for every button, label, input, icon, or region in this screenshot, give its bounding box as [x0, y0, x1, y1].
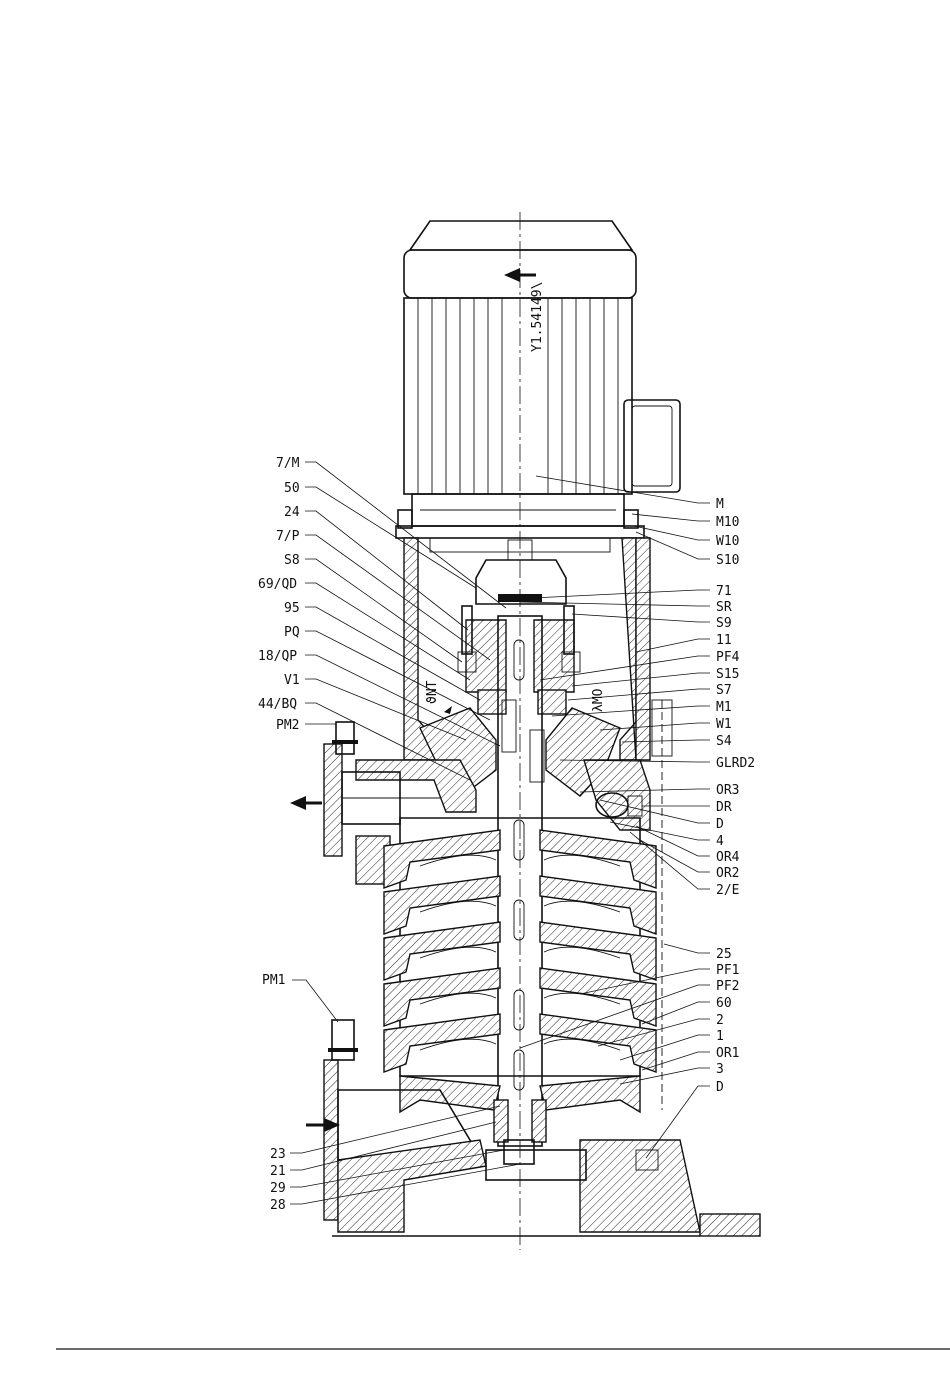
plug-pm1: [332, 1020, 354, 1060]
coupling: [476, 540, 566, 604]
callout-m1: M1: [716, 700, 732, 715]
callout-s10: S10: [716, 553, 739, 568]
discharge-arrow-icon: [290, 796, 322, 810]
callout-pf4: PF4: [716, 650, 740, 665]
callout-60: 60: [716, 996, 732, 1011]
callout-7m: 7/M: [276, 456, 300, 471]
callout-pm1: PM1: [262, 973, 285, 988]
callout-s4: S4: [716, 734, 732, 749]
mark-lambda: λMO: [591, 688, 606, 712]
callout-d2: D: [716, 1080, 724, 1095]
callout-29: 29: [270, 1181, 286, 1196]
callout-w10: W10: [716, 534, 739, 549]
callout-dr: DR: [716, 800, 732, 815]
callout-69qd: 69/QD: [258, 577, 297, 592]
callout-or1: OR1: [716, 1046, 739, 1061]
suction-flange: [324, 1060, 338, 1220]
callout-m10: M10: [716, 515, 739, 530]
callout-or4: OR4: [716, 850, 740, 865]
callout-pf1: PF1: [716, 963, 739, 978]
callout-25: 25: [716, 947, 732, 962]
callout-2: 2: [716, 1013, 724, 1028]
callout-50: 50: [284, 481, 300, 496]
callout-18qp: 18/QP: [258, 649, 297, 664]
callout-s7: S7: [716, 683, 732, 698]
callout-pq: PQ: [284, 625, 300, 640]
callout-1: 1: [716, 1029, 724, 1044]
callout-21: 21: [270, 1164, 286, 1179]
motor-fan-cowl: [410, 221, 632, 250]
pump-base: [306, 1020, 760, 1236]
discharge-flange: [324, 744, 342, 856]
callout-2e: 2/E: [716, 883, 739, 898]
callout-4: 4: [716, 834, 724, 849]
mark-temperature: ϑNT: [425, 680, 440, 704]
callout-3: 3: [716, 1062, 724, 1077]
callout-d1: D: [716, 817, 724, 832]
motor-terminal-box-lid: [632, 406, 672, 486]
callout-24: 24: [284, 505, 300, 520]
callout-pf2: PF2: [716, 979, 739, 994]
callout-23: 23: [270, 1147, 286, 1162]
callout-m: M: [716, 497, 724, 512]
callout-s8: S8: [284, 553, 300, 568]
callout-s15: S15: [716, 667, 739, 682]
motor-cooling-fins: [418, 298, 618, 494]
drawing-code: Y1.54149\: [530, 282, 545, 352]
callout-71: 71: [716, 584, 732, 599]
callout-v1: V1: [284, 673, 300, 688]
motor: [404, 221, 680, 526]
motor-body: [404, 298, 632, 494]
callout-44bq: 44/BQ: [258, 697, 297, 712]
callout-sr: SR: [716, 600, 732, 615]
callout-s9: S9: [716, 616, 732, 631]
callout-7p: 7/P: [276, 529, 300, 544]
callout-or2: OR2: [716, 866, 739, 881]
callout-28: 28: [270, 1198, 286, 1213]
callout-11: 11: [716, 633, 732, 648]
callout-95: 95: [284, 601, 300, 616]
callout-pm2: PM2: [276, 718, 299, 733]
callout-w1: W1: [716, 717, 732, 732]
callout-glrd2: GLRD2: [716, 756, 755, 771]
callout-or3: OR3: [716, 783, 739, 798]
